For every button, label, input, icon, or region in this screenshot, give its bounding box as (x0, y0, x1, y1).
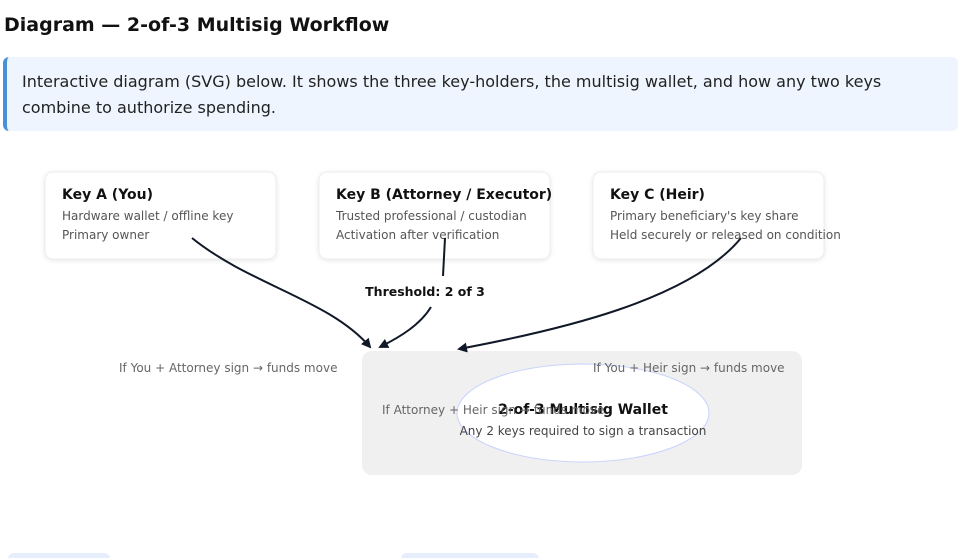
key-b-title: Key B (Attorney / Executor) (336, 187, 552, 203)
wallet-subtitle: Any 2 keys required to sign a transactio… (460, 424, 707, 438)
key-a-line2: Primary owner (62, 228, 149, 242)
arrow-key-c-to-wallet (457, 237, 742, 353)
key-c-line1: Primary beneficiary's key share (610, 209, 799, 223)
key-b-box (318, 171, 551, 260)
key-c-box (592, 171, 825, 260)
bottom-panel-stub-right (401, 553, 539, 558)
bottom-panel-stub-left (8, 553, 110, 558)
arrow-key-b-to-wallet (378, 306, 432, 348)
key-a-title: Key A (You) (62, 187, 153, 203)
key-a-box (44, 171, 277, 260)
combo-you-attorney-label: If You + Attorney sign → funds move (119, 361, 337, 375)
combo-you-heir-label: If You + Heir sign → funds move (593, 361, 785, 375)
key-c-title: Key C (Heir) (610, 187, 705, 203)
info-note: Interactive diagram (SVG) below. It show… (3, 57, 958, 131)
key-c-node[interactable]: Key C (Heir) Primary beneficiary's key s… (592, 171, 841, 260)
page-title: Diagram — 2-of-3 Multisig Workflow (4, 14, 390, 36)
key-b-node[interactable]: Key B (Attorney / Executor) Trusted prof… (318, 171, 552, 260)
combo-attorney-heir-label: If Attorney + Heir sign → funds move (382, 403, 604, 417)
threshold-label: Threshold: 2 of 3 (365, 284, 485, 299)
key-b-line2: Activation after verification (336, 228, 499, 242)
key-b-line1: Trusted professional / custodian (335, 209, 527, 223)
arrow-key-b-stem (442, 237, 446, 277)
wallet-node[interactable]: 2-of-3 Multisig Wallet Any 2 keys requir… (362, 351, 802, 475)
threshold-badge-bg (365, 277, 485, 306)
key-c-line2: Held securely or released on condition (610, 228, 841, 242)
arrow-key-a-to-wallet (191, 237, 372, 349)
key-a-line1: Hardware wallet / offline key (62, 209, 233, 223)
wallet-ellipse (456, 363, 710, 463)
threshold-badge: Threshold: 2 of 3 (365, 277, 485, 306)
key-a-node[interactable]: Key A (You) Hardware wallet / offline ke… (44, 171, 277, 260)
wallet-title: 2-of-3 Multisig Wallet (498, 402, 668, 418)
